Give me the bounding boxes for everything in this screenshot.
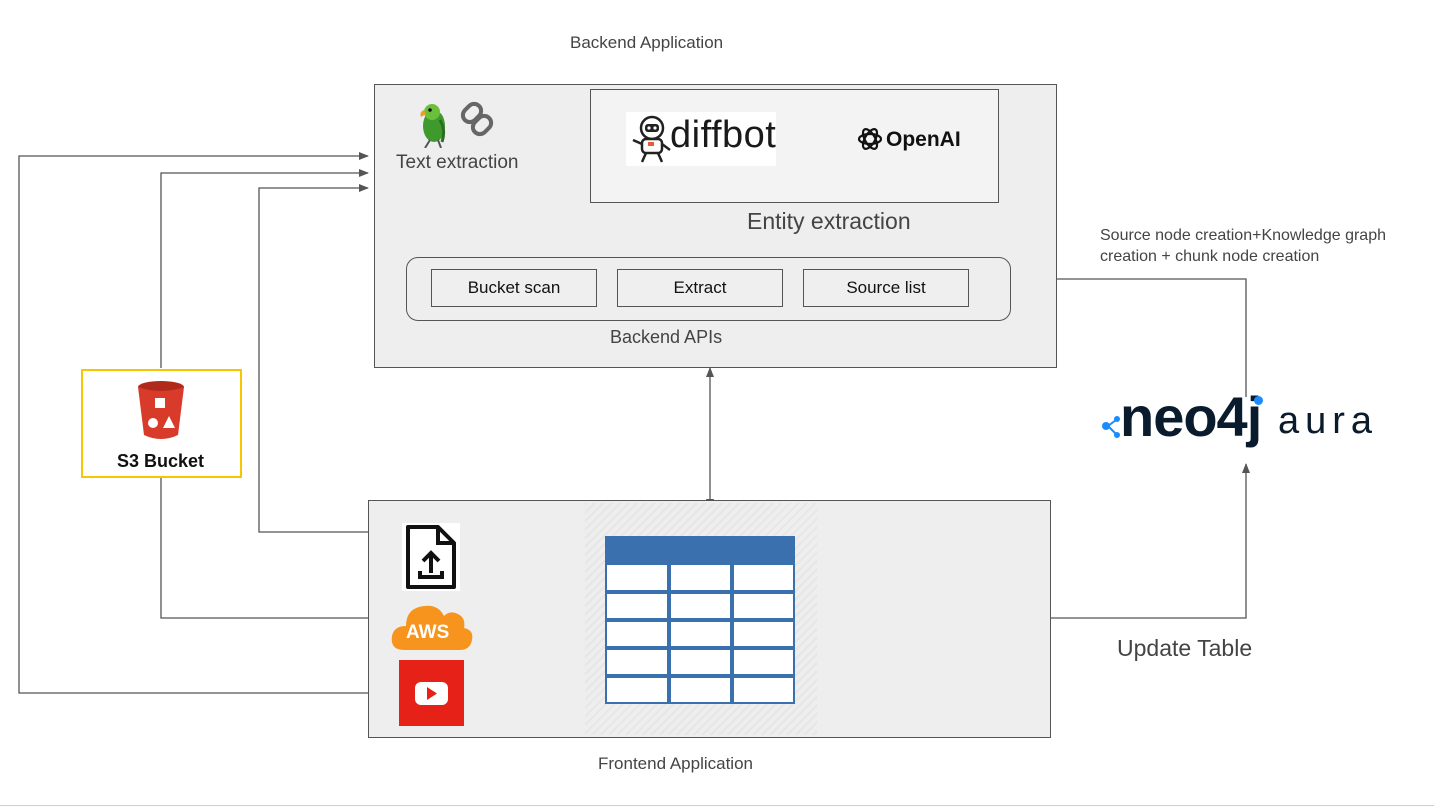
youtube-icon	[399, 660, 464, 726]
bucket-scan-api: Bucket scan	[431, 269, 597, 307]
aura-wordmark: aura	[1278, 400, 1379, 442]
neo4j-to-frontend-arrow	[1029, 463, 1250, 622]
bottom-divider	[0, 805, 1434, 806]
neo4j-aura-logo: neo4j aura	[1098, 385, 1398, 462]
aws-to-s3-line	[160, 478, 368, 619]
aws-cloud-icon: AWS	[390, 598, 474, 652]
diffbot-logo: diffbot	[626, 112, 776, 166]
neo4j-dot	[1254, 396, 1263, 405]
entity-extraction-label: Entity extraction	[747, 208, 911, 234]
youtube-to-backend-arrow	[18, 152, 398, 694]
source-node-annotation-line2: creation + chunk node creation	[1100, 248, 1320, 265]
upload-to-backend-arrow	[258, 184, 369, 533]
source-node-annotation-line1: Source node creation+Knowledge graph	[1100, 227, 1386, 244]
s3-bucket-label: S3 Bucket	[117, 451, 205, 471]
diffbot-robot-icon	[632, 115, 671, 163]
neo4j-wordmark: neo4j	[1120, 385, 1262, 448]
update-table-label: Update Table	[1117, 635, 1253, 661]
langchain-parrot-icon	[410, 100, 502, 148]
table-icon	[605, 536, 795, 704]
backend-title: Backend Application	[570, 33, 724, 52]
backend-apis-group	[406, 257, 1011, 321]
openai-icon	[857, 128, 883, 150]
extract-api: Extract	[617, 269, 783, 307]
diffbot-wordmark: diffbot	[670, 114, 777, 156]
backend-apis-label: Backend APIs	[610, 327, 723, 347]
source-list-api: Source list	[803, 269, 969, 307]
s3-bucket-card: S3 Bucket	[81, 369, 242, 478]
s3-to-backend-arrow	[160, 169, 369, 368]
frontend-title: Frontend Application	[598, 754, 753, 773]
aws-label: AWS	[406, 622, 450, 643]
openai-wordmark: OpenAI	[886, 128, 961, 151]
s3-bucket-icon	[138, 381, 184, 439]
api-to-neo4j-arrow	[1022, 278, 1247, 397]
text-extraction-label: Text extraction	[396, 152, 519, 173]
neo4j-graph-icon	[1102, 416, 1120, 438]
openai-logo: OpenAI	[856, 125, 976, 157]
file-upload-icon	[402, 523, 460, 591]
